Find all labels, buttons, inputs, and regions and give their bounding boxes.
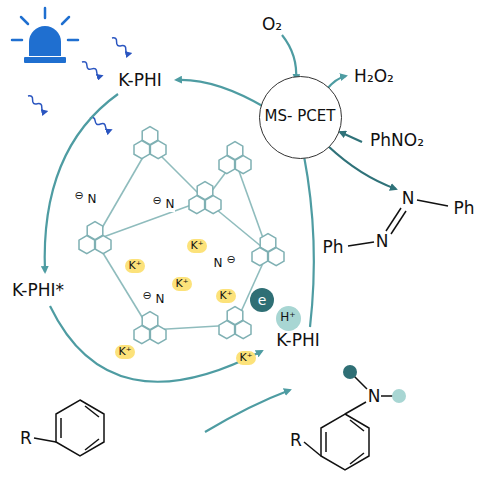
heptazine-ring — [235, 321, 251, 339]
catalyst-state: K-PHI — [118, 71, 162, 90]
cation-label: K⁺ — [125, 259, 144, 273]
node-text: e — [258, 292, 267, 308]
nitrogen-label: N — [213, 257, 224, 270]
nitrogen-label: N — [87, 193, 98, 206]
atom-label: Ph — [453, 199, 474, 218]
atom-label: R — [290, 431, 302, 450]
heptazine-ring — [235, 156, 251, 174]
charge-label: ⊖ — [142, 290, 151, 302]
node-text: H⁺ — [280, 311, 295, 325]
cation-label: K⁺ — [115, 345, 134, 359]
aniline — [304, 376, 393, 470]
pcet-circle: MS- PCET — [259, 76, 342, 159]
heptazine-ring — [268, 248, 284, 266]
cycle-arrows — [45, 35, 346, 432]
nitrogen-label: N — [155, 293, 166, 306]
reagent-label: H₂O₂ — [354, 67, 394, 86]
catalyst-state: K-PHI* — [12, 281, 64, 300]
atom-label: N — [376, 232, 389, 251]
node-text: MS- PCET — [265, 108, 336, 125]
phi-network — [79, 127, 284, 344]
electron-dot: e — [250, 288, 274, 312]
heptazine-ring — [134, 141, 150, 159]
cation-label: K⁺ — [172, 277, 191, 291]
catalyst-state: K-PHI — [276, 331, 320, 350]
heptazine-ring — [189, 196, 205, 214]
heptazine-ring — [150, 141, 166, 159]
cation-label: K⁺ — [236, 351, 255, 365]
cation-label: K⁺ — [187, 239, 206, 253]
reagent-label: O₂ — [262, 15, 282, 34]
nitrogen-label: N — [165, 198, 176, 211]
heptazine-ring — [134, 326, 150, 344]
heptazine-ring — [205, 196, 221, 214]
atom-label: N — [368, 387, 381, 406]
atom-label: R — [20, 429, 32, 448]
charge-label: ⊖ — [152, 195, 161, 207]
cation-label: K⁺ — [216, 289, 235, 303]
benzene — [34, 400, 104, 456]
reagent-label: PhNO₂ — [370, 131, 424, 150]
heptazine-ring — [150, 326, 166, 344]
charge-label: ⊖ — [74, 190, 83, 202]
substituent-dot — [343, 365, 357, 379]
heptazine-ring — [219, 321, 235, 339]
heptazine-ring — [79, 236, 95, 254]
lamp-icon — [12, 8, 78, 63]
azobenzene-bonds — [348, 200, 448, 246]
charge-label: ⊖ — [226, 254, 235, 266]
atom-label: Ph — [322, 238, 343, 257]
substituent-dot — [392, 389, 406, 403]
heptazine-ring — [95, 236, 111, 254]
heptazine-ring — [219, 156, 235, 174]
light-waves — [27, 36, 132, 131]
proton-dot: H⁺ — [276, 306, 301, 331]
heptazine-ring — [252, 248, 268, 266]
atom-label: N — [402, 189, 415, 208]
